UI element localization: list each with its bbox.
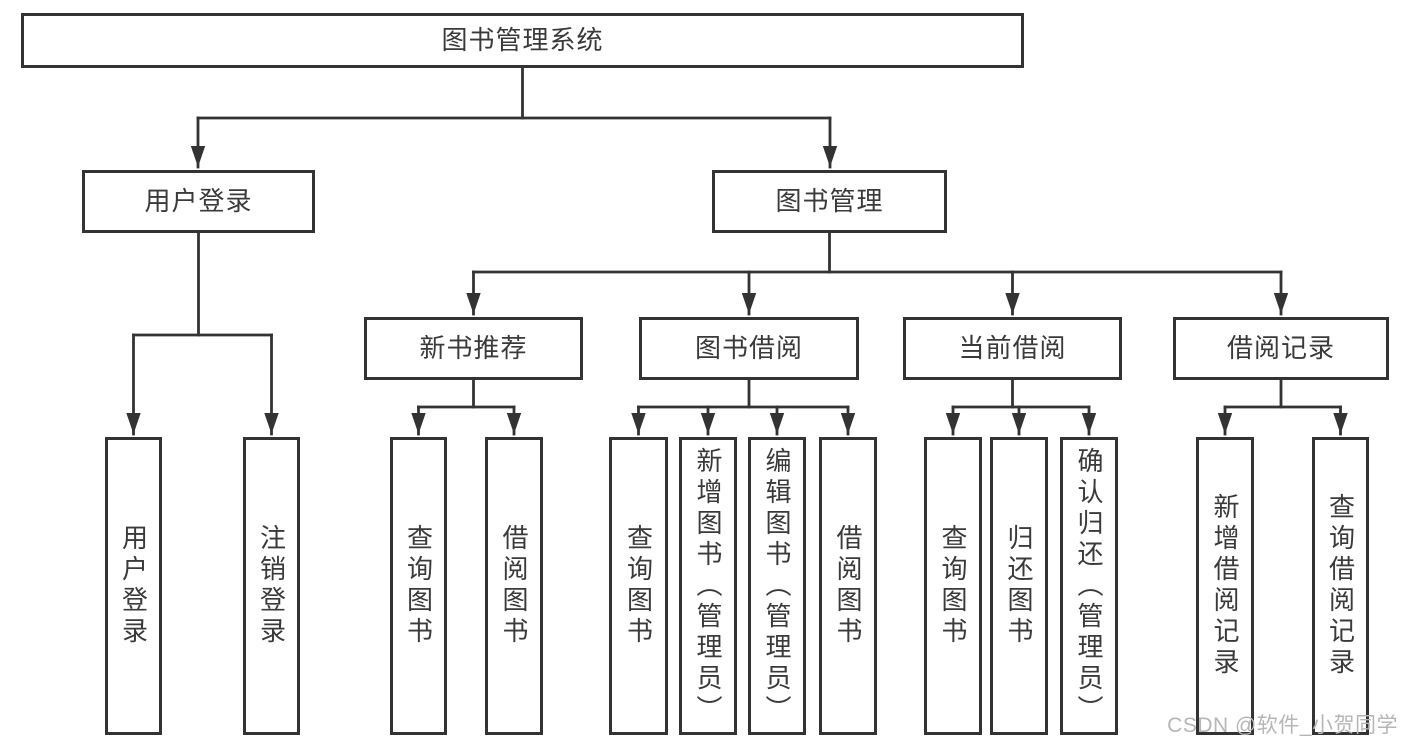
leaf-query-books-current: 查询图书	[924, 437, 982, 735]
csdn-watermark: CSDN @软件_小贺同学	[1167, 714, 1398, 737]
leaf-user-login-label: 用户登录	[118, 524, 149, 648]
node-library-management-system-label: 图书管理系统	[441, 24, 604, 55]
node-new-book-recommendation-label: 新书推荐	[419, 332, 528, 363]
node-borrowing-records: 借阅记录	[1173, 317, 1389, 380]
leaf-add-borrow-record: 新增借阅记录	[1196, 437, 1254, 735]
node-book-management-label: 图书管理	[775, 185, 884, 216]
leaf-add-book-admin-label: 新增图书（管理员）	[693, 446, 723, 726]
leaf-query-borrow-record: 查询借阅记录	[1312, 437, 1369, 735]
node-current-borrowing-label: 当前借阅	[958, 332, 1067, 363]
leaf-query-books-recommend: 查询图书	[390, 437, 447, 735]
node-book-management: 图书管理	[712, 170, 947, 233]
node-user-login-label: 用户登录	[144, 185, 253, 216]
leaf-add-borrow-record-label: 新增借阅记录	[1210, 493, 1240, 679]
leaf-return-book: 归还图书	[990, 437, 1048, 735]
leaf-query-books-borrowing: 查询图书	[609, 437, 668, 735]
leaf-edit-book-admin-label: 编辑图书（管理员）	[762, 446, 792, 726]
leaf-borrow-books-borrowing: 借阅图书	[819, 437, 877, 735]
node-book-borrowing-label: 图书借阅	[694, 332, 803, 363]
leaf-user-login: 用户登录	[105, 437, 162, 735]
leaf-return-book-label: 归还图书	[1004, 524, 1034, 648]
leaf-add-book-admin: 新增图书（管理员）	[679, 437, 737, 735]
leaf-edit-book-admin: 编辑图书（管理员）	[748, 437, 806, 735]
leaf-query-books-current-label: 查询图书	[938, 524, 968, 648]
leaf-query-books-borrowing-label: 查询图书	[623, 524, 654, 648]
leaf-logout-label: 注销登录	[256, 524, 287, 648]
node-current-borrowing: 当前借阅	[903, 317, 1122, 380]
node-user-login: 用户登录	[82, 170, 315, 233]
leaf-query-borrow-record-label: 查询借阅记录	[1325, 493, 1356, 679]
leaf-borrow-books-recommend-label: 借阅图书	[499, 524, 529, 648]
leaf-confirm-return-admin: 确认归还（管理员）	[1060, 437, 1118, 735]
node-book-borrowing: 图书借阅	[639, 317, 859, 380]
leaf-logout: 注销登录	[243, 437, 300, 735]
node-new-book-recommendation: 新书推荐	[364, 317, 583, 380]
leaf-query-books-recommend-label: 查询图书	[403, 524, 434, 648]
node-borrowing-records-label: 借阅记录	[1226, 332, 1335, 363]
leaf-confirm-return-admin-label: 确认归还（管理员）	[1074, 446, 1104, 726]
node-library-management-system: 图书管理系统	[21, 13, 1024, 68]
leaf-borrow-books-borrowing-label: 借阅图书	[833, 524, 863, 648]
leaf-borrow-books-recommend: 借阅图书	[485, 437, 543, 735]
